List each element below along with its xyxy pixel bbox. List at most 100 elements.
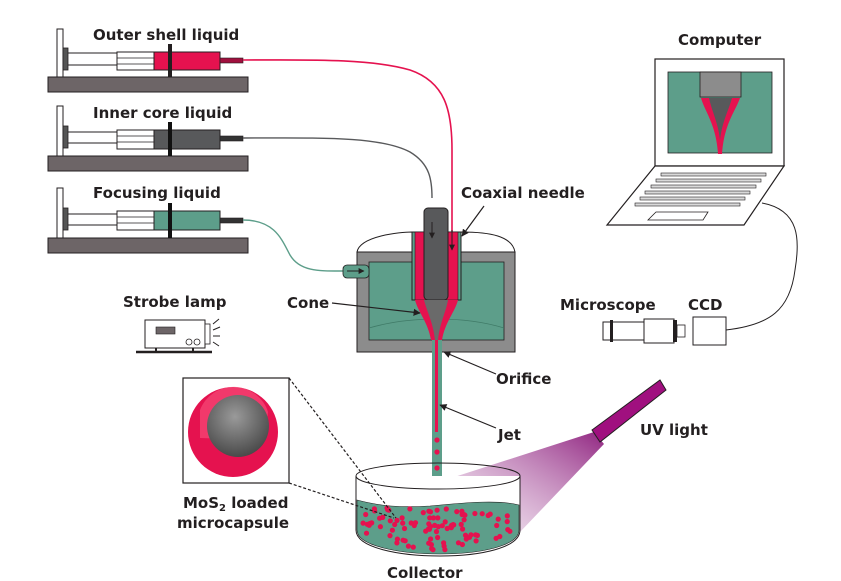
syringe-barrel-focusing-fluid bbox=[153, 210, 221, 231]
plunger-head bbox=[62, 47, 69, 71]
collected-capsule bbox=[426, 521, 432, 527]
collected-capsule bbox=[410, 544, 416, 550]
label-ccd: CCD bbox=[688, 296, 722, 314]
collected-capsule bbox=[473, 538, 479, 544]
label-outer-shell-liquid: Outer shell liquid bbox=[93, 26, 239, 44]
collected-capsule bbox=[435, 515, 441, 521]
syringe-tip bbox=[219, 135, 244, 142]
label-inner-core-liquid: Inner core liquid bbox=[93, 104, 232, 122]
syringe-clamp bbox=[168, 44, 172, 77]
label-strobe-lamp: Strobe lamp bbox=[123, 293, 227, 311]
syringe-tip bbox=[219, 57, 244, 64]
syringe-barrel-empty bbox=[116, 129, 155, 150]
collected-capsule bbox=[426, 508, 432, 514]
collected-capsule bbox=[387, 518, 393, 524]
collected-capsule bbox=[377, 524, 383, 530]
tube-focusing bbox=[242, 219, 346, 272]
microcapsule-inset bbox=[182, 377, 397, 519]
label-orifice: Orifice bbox=[496, 370, 551, 388]
collected-capsule bbox=[442, 519, 448, 525]
collected-capsule bbox=[505, 527, 511, 533]
collected-capsule bbox=[428, 542, 434, 548]
arrow-coaxial-needle bbox=[461, 205, 485, 237]
arrow-jet bbox=[439, 404, 497, 429]
collected-capsule bbox=[394, 536, 400, 542]
inset-dashed-line-top bbox=[288, 377, 397, 519]
collected-capsule bbox=[384, 505, 390, 511]
uv-light-source bbox=[591, 379, 667, 443]
loaded-text: loaded bbox=[226, 494, 288, 512]
collected-capsule bbox=[468, 532, 474, 538]
collected-capsule bbox=[420, 509, 426, 516]
lamp-light-rays-icon bbox=[212, 318, 221, 347]
collected-capsule bbox=[504, 513, 510, 519]
tube-inner-core bbox=[242, 137, 433, 199]
pump-base bbox=[47, 155, 249, 172]
lamp-head bbox=[204, 323, 211, 345]
collected-capsule bbox=[442, 547, 448, 553]
capsule-core bbox=[207, 395, 269, 457]
collected-capsule bbox=[387, 533, 393, 539]
laptop-keys bbox=[634, 172, 767, 207]
lamp-knob bbox=[193, 338, 201, 346]
collector-dish bbox=[355, 462, 521, 557]
pump-base bbox=[47, 237, 249, 254]
collected-capsule bbox=[411, 522, 417, 529]
collected-capsule bbox=[430, 515, 437, 521]
collected-capsule bbox=[405, 543, 411, 549]
label-microscope: Microscope bbox=[560, 296, 656, 314]
label-computer: Computer bbox=[678, 31, 762, 49]
collected-capsule bbox=[479, 511, 485, 517]
collected-capsule bbox=[462, 512, 468, 518]
collected-capsule bbox=[360, 520, 366, 526]
collected-capsule bbox=[392, 521, 398, 528]
collected-capsule bbox=[363, 530, 370, 536]
plunger-head bbox=[62, 207, 69, 231]
strobe-lamp: Strobe lamp bbox=[123, 293, 227, 354]
microscope-ccd-assembly: Microscope CCD bbox=[560, 296, 727, 346]
lamp-display bbox=[155, 326, 176, 335]
syringe-barrel-core-fluid bbox=[153, 129, 221, 150]
collected-capsule bbox=[472, 510, 478, 517]
cone-core-fluid bbox=[424, 300, 448, 340]
jet-core-thread bbox=[435, 340, 438, 432]
collected-capsule bbox=[401, 525, 408, 532]
droplet bbox=[434, 465, 440, 471]
collected-capsule bbox=[458, 521, 464, 528]
mos-subscript: 2 bbox=[219, 503, 226, 514]
collected-capsule bbox=[461, 517, 467, 523]
collector-rim bbox=[355, 462, 521, 490]
collected-capsule bbox=[450, 522, 456, 528]
inset-dashed-line-bottom bbox=[288, 482, 395, 519]
collected-capsule bbox=[435, 524, 441, 530]
microscope-objective bbox=[602, 321, 645, 341]
collected-capsule bbox=[460, 526, 466, 532]
droplet bbox=[434, 437, 440, 443]
arrow-cone bbox=[331, 302, 421, 316]
ccd-camera bbox=[692, 316, 727, 346]
collected-capsule bbox=[485, 512, 491, 519]
flow-focusing-chamber bbox=[342, 207, 516, 354]
ccd-adapter bbox=[676, 324, 686, 338]
pump-backplate bbox=[56, 105, 64, 157]
collected-capsule bbox=[400, 520, 406, 526]
syringe-pump-focusing: Focusing liquid bbox=[47, 184, 249, 254]
collected-capsule bbox=[364, 521, 370, 527]
label-cone: Cone bbox=[287, 294, 329, 312]
collected-capsule bbox=[407, 506, 413, 512]
label-focusing-liquid: Focusing liquid bbox=[93, 184, 221, 202]
label-jet: Jet bbox=[497, 426, 521, 444]
collected-capsule bbox=[434, 507, 440, 513]
collected-capsule bbox=[495, 516, 501, 522]
collected-capsule bbox=[430, 547, 436, 553]
collected-capsule bbox=[494, 522, 500, 529]
tube-outer-shell bbox=[242, 59, 453, 240]
mos-text: MoS bbox=[183, 494, 219, 512]
computer: Computer bbox=[605, 31, 786, 226]
label-uv-light: UV light bbox=[640, 421, 708, 439]
syringe-pump-inner-core: Inner core liquid bbox=[47, 104, 249, 172]
syringe-barrel-empty bbox=[116, 210, 155, 231]
collected-capsule bbox=[394, 540, 400, 546]
collected-capsule bbox=[454, 509, 460, 515]
